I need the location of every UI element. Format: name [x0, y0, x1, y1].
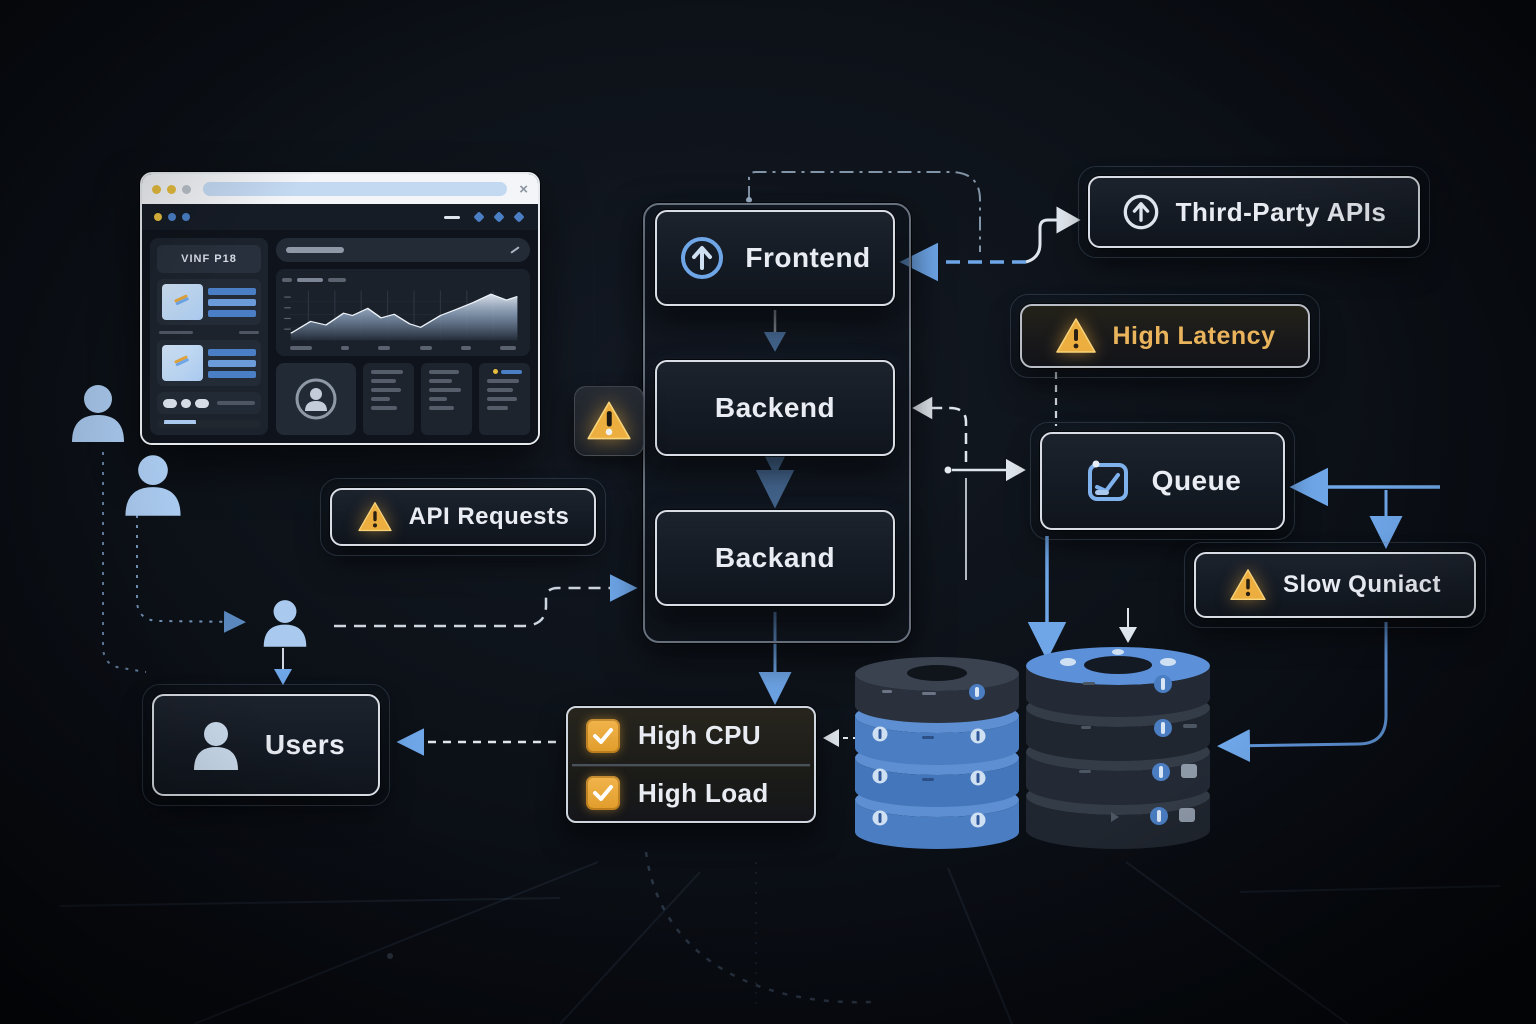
traffic-dot-3[interactable] — [182, 184, 191, 194]
badge-high-latency[interactable]: High Latency — [1010, 294, 1320, 378]
arrow-up-circle-icon — [1123, 194, 1158, 230]
frontend-label: Frontend — [745, 242, 871, 273]
divider — [572, 763, 810, 766]
sidebar-profile-card[interactable] — [157, 420, 261, 428]
dashboard-bottom-row — [276, 363, 530, 435]
user-icon — [193, 722, 238, 770]
third-party-apis-label: Third-Party APIs — [1175, 196, 1387, 227]
analytics-chart-card — [276, 269, 530, 356]
menu-diamond-1[interactable] — [473, 211, 485, 223]
badge-api-requests[interactable]: API Requests — [320, 478, 606, 556]
queue-clipboard-icon — [1087, 460, 1128, 501]
checkbox-checked-icon[interactable] — [586, 776, 620, 811]
database-stack-left — [855, 657, 1019, 849]
warning-triangle-icon — [587, 401, 631, 440]
database-stack-right — [1026, 647, 1210, 849]
app-body: VINF P18 — [142, 230, 538, 443]
checkbox-checked-icon[interactable] — [586, 718, 620, 753]
stats-column-2 — [421, 363, 472, 435]
close-icon[interactable]: × — [519, 180, 528, 198]
app-dot-yellow — [154, 213, 162, 221]
user-icon — [263, 600, 307, 647]
menu-diamond-2[interactable] — [493, 211, 505, 223]
profile-badge-card[interactable] — [276, 363, 356, 435]
stats-column-3 — [479, 363, 530, 435]
backand-label: Backand — [714, 542, 836, 573]
traffic-dot-1[interactable] — [152, 184, 161, 194]
sidebar-title: VINF P18 — [157, 245, 261, 273]
user-avatar-icon — [164, 420, 196, 424]
browser-chrome-bar: × — [142, 174, 538, 204]
edge-slow-to-db — [1217, 622, 1388, 763]
warning-triangle-icon — [358, 502, 392, 532]
node-backand[interactable]: Backand — [655, 510, 895, 606]
menu-diamond-3[interactable] — [513, 211, 525, 223]
edge-user2-person — [136, 505, 246, 633]
high-cpu-label: High CPU — [638, 720, 762, 751]
warning-tile[interactable] — [574, 386, 644, 456]
pen-icon — [510, 246, 520, 254]
minimize-icon[interactable] — [444, 215, 460, 219]
warning-triangle-icon — [1055, 318, 1096, 353]
node-third-party-apis[interactable]: Third-Party APIs — [1078, 166, 1430, 258]
node-frontend[interactable]: Frontend — [655, 210, 895, 306]
edge-person-backand — [334, 574, 638, 628]
slow-query-label: Slow Quniact — [1282, 571, 1441, 598]
user-icon — [125, 455, 181, 516]
node-users[interactable]: Users — [142, 684, 390, 806]
listing-card-2[interactable] — [157, 340, 261, 386]
browser-window: × VINF P18 — [140, 172, 540, 445]
dashboard-sidebar: VINF P18 — [150, 238, 268, 435]
app-dot-blue1 — [168, 213, 176, 221]
backend-label: Backend — [714, 392, 836, 423]
app-toolbar — [142, 204, 538, 230]
alert-high-load[interactable]: High Load — [568, 766, 814, 822]
edge-to-third-party — [1025, 206, 1081, 264]
queue-label: Queue — [1151, 465, 1242, 496]
dashboard-main — [276, 238, 530, 435]
listing-thumbnail — [162, 345, 204, 381]
traffic-dot-2[interactable] — [167, 184, 176, 194]
arrow-up-circle-icon — [681, 237, 724, 279]
floor-curve — [644, 851, 873, 1004]
users-label: Users — [264, 729, 346, 760]
edge-into-backend — [912, 396, 968, 462]
high-latency-label: High Latency — [1112, 321, 1276, 350]
url-bar[interactable] — [203, 182, 508, 196]
search-bar[interactable] — [276, 238, 530, 262]
stats-column-1 — [363, 363, 414, 435]
alert-high-cpu[interactable]: High CPU — [568, 708, 814, 764]
badge-slow-query[interactable]: Slow Quniact — [1184, 542, 1486, 628]
warning-triangle-icon — [1230, 569, 1266, 600]
app-dot-blue2 — [182, 213, 190, 221]
listing-thumbnail — [162, 284, 204, 320]
floor-grid — [59, 861, 1501, 1024]
user-icon — [72, 385, 124, 442]
circled-user-icon — [295, 378, 337, 420]
listing-card-1[interactable] — [157, 279, 261, 325]
area-chart — [284, 290, 518, 341]
avatar-chip-row[interactable] — [157, 392, 261, 414]
alerts-panel: High CPU High Load — [566, 706, 816, 823]
api-requests-label: API Requests — [408, 503, 570, 530]
node-queue[interactable]: Queue — [1030, 422, 1295, 540]
high-load-label: High Load — [638, 777, 769, 808]
node-backend[interactable]: Backend — [655, 360, 895, 456]
